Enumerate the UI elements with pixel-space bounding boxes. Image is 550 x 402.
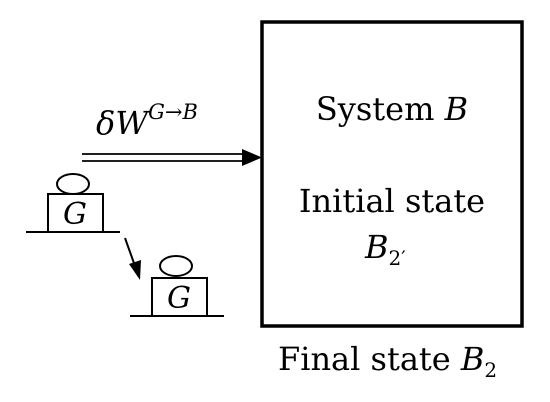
final-state-sub: 2 <box>484 358 497 382</box>
weight-knob-lower <box>159 255 193 277</box>
weight-box-upper <box>47 193 104 233</box>
final-state-text: Final state <box>278 340 461 378</box>
initial-state-label: Initial state <box>299 182 485 220</box>
work-arrow <box>82 149 262 166</box>
work-superscript: G→B <box>148 100 198 124</box>
weight-lower: G <box>130 255 224 317</box>
work-arrowhead <box>242 149 262 166</box>
work-label: δWG→B <box>96 100 198 142</box>
descent-arrow <box>124 237 141 280</box>
system-label-text: System <box>316 90 445 128</box>
weight-knob-upper <box>56 173 90 195</box>
final-state-var: B <box>460 340 485 378</box>
initial-state-var: B <box>364 228 389 266</box>
descent-arrowhead <box>129 260 141 280</box>
weight-box-lower <box>151 277 208 317</box>
initial-state-symbol: B2′ <box>364 228 406 270</box>
weight-label-lower: G <box>167 281 191 316</box>
initial-state-sub: 2′ <box>389 246 407 270</box>
weight-label-upper: G <box>63 197 87 232</box>
final-state-label: Final state B2 <box>278 340 497 382</box>
work-var: W <box>115 104 151 142</box>
system-label-var: B <box>444 90 469 128</box>
system-label: System B <box>316 90 468 128</box>
work-delta: δ <box>96 104 115 142</box>
system-box <box>260 20 524 328</box>
weight-upper: G <box>26 173 120 233</box>
